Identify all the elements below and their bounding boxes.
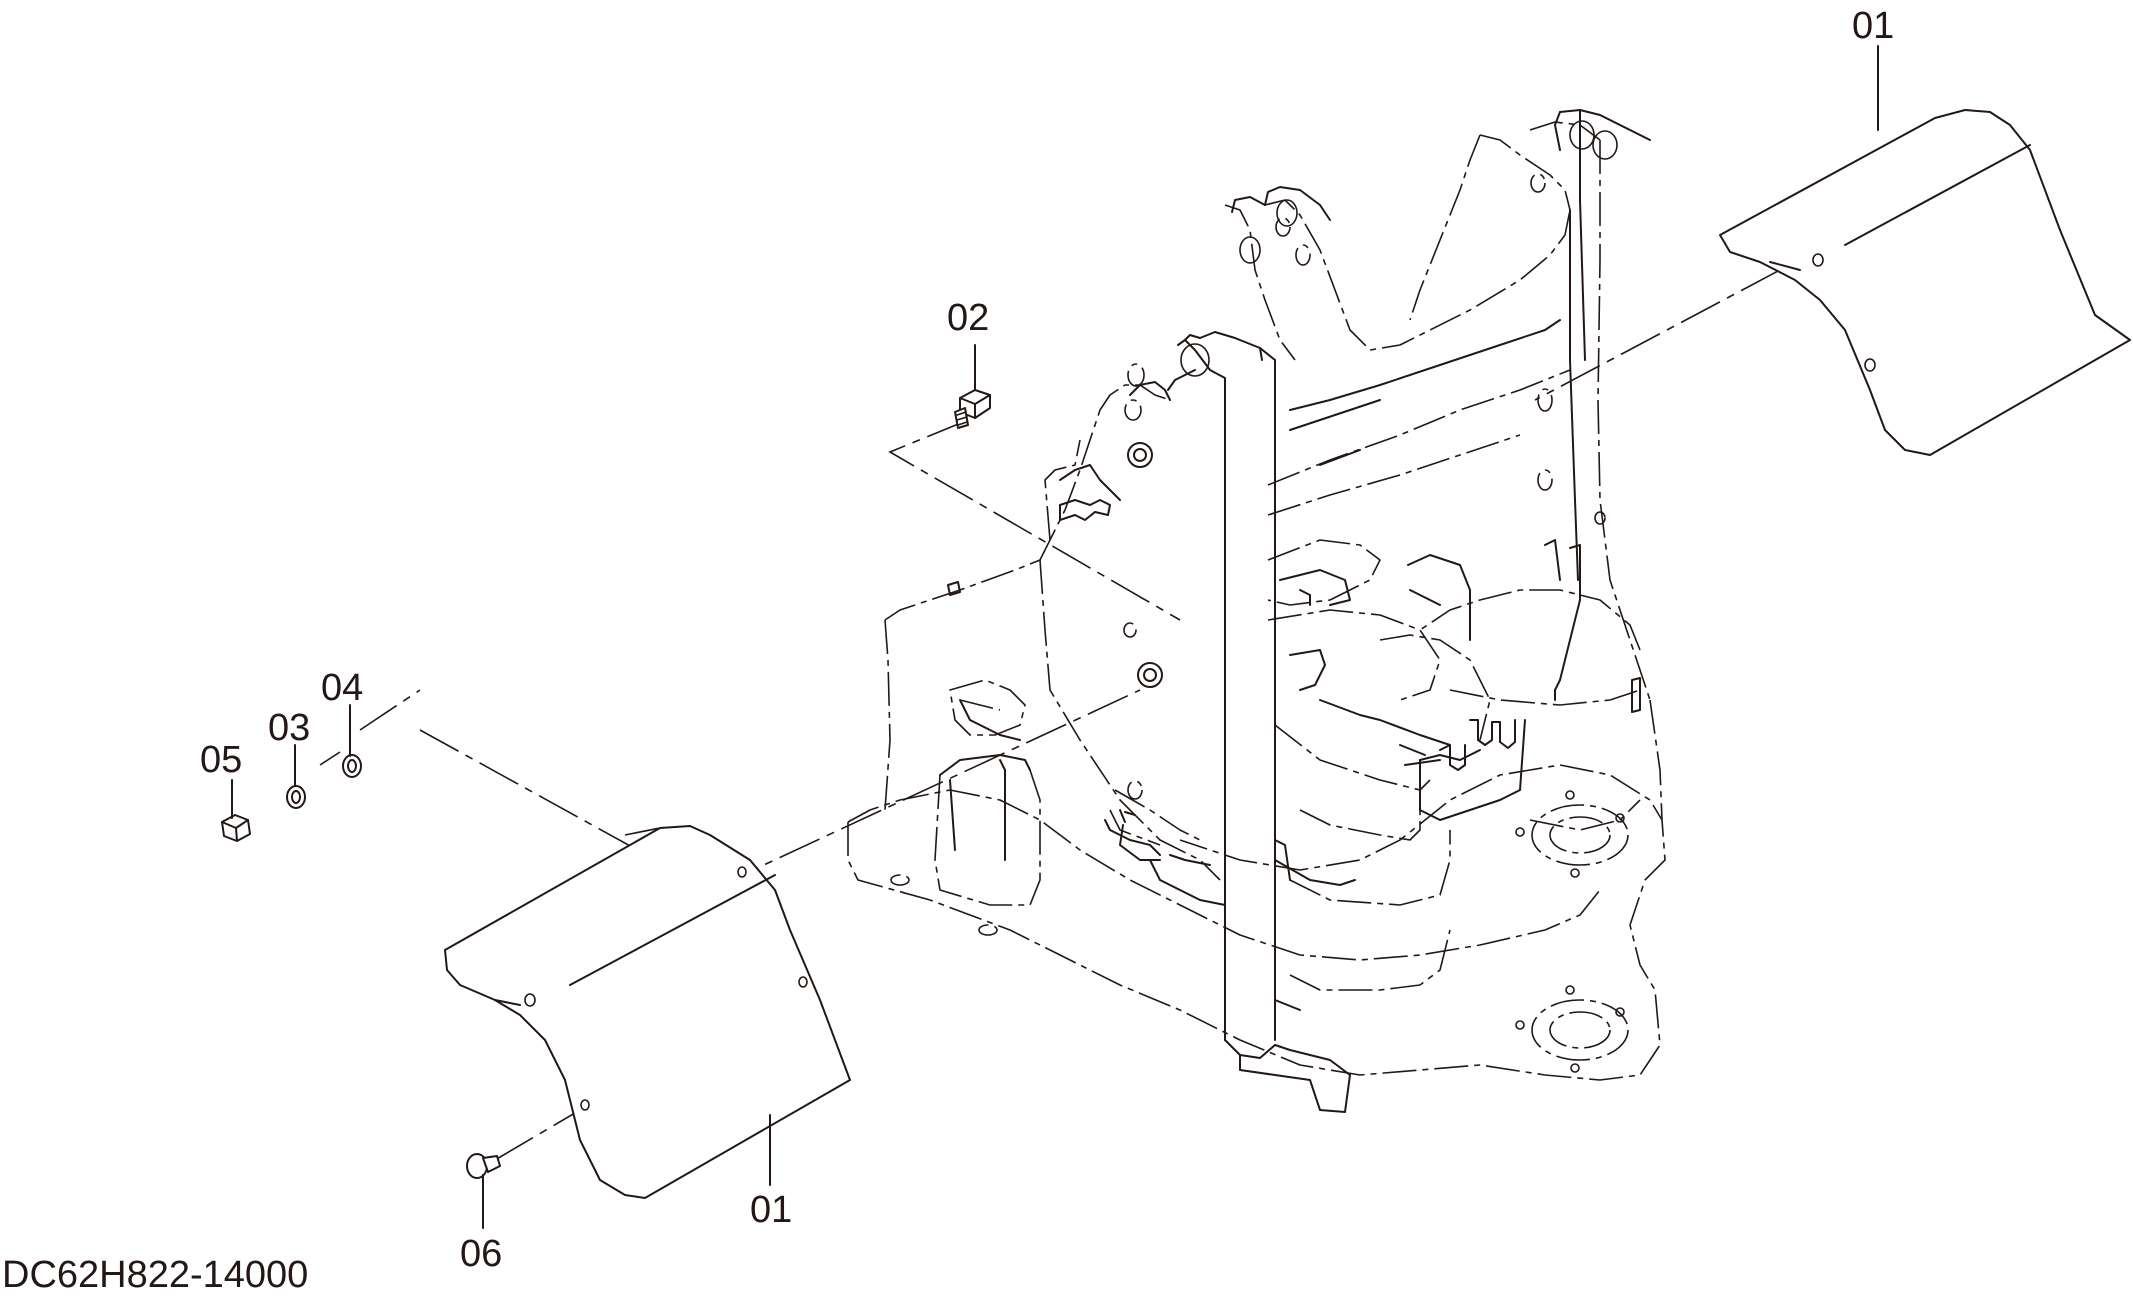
pin-06-part [466, 1153, 501, 1179]
callout-04-label: 04 [321, 667, 363, 709]
leader-lines [231, 45, 1879, 1229]
callout-06-label: 06 [460, 1233, 502, 1275]
drawing-code: DC62H822-14000 [2, 1254, 308, 1296]
frame-solid-edges [939, 109, 1651, 1113]
washer-03-part [286, 785, 306, 809]
callout-03-label: 03 [268, 707, 310, 749]
callout-02-label: 02 [947, 297, 989, 339]
callout-01-right-label: 01 [1852, 5, 1894, 47]
nut-05-part [221, 814, 251, 842]
washer-04-part [342, 754, 362, 778]
right-cover-part [1719, 109, 2131, 456]
left-cover-part [444, 825, 851, 1199]
callout-01-left-label: 01 [750, 1189, 792, 1231]
callout-05-label: 05 [200, 739, 242, 781]
assembly-lines [289, 269, 1781, 1161]
frame-phantom-outline [847, 121, 1666, 1081]
bolt-02-part [954, 389, 991, 429]
